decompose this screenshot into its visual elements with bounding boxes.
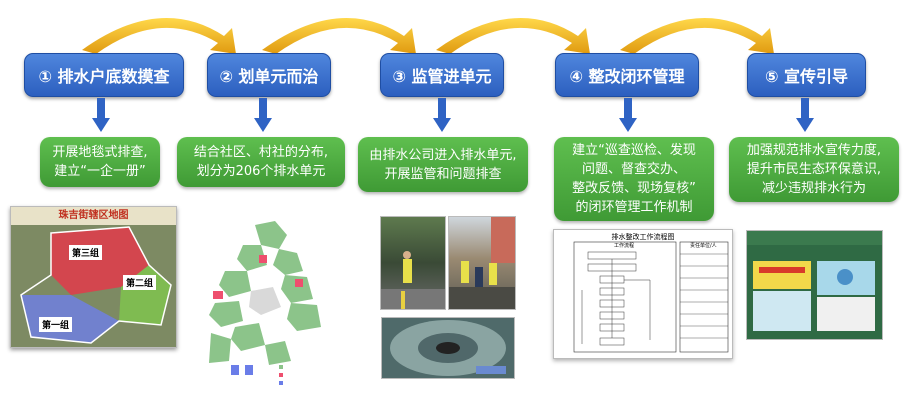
workers-group-icon (449, 217, 515, 309)
inspection-photo-1 (380, 216, 446, 310)
desc-4-line-4: 的闭环管理工作机制 (575, 200, 693, 215)
step-4-description: 建立“巡查巡检、发现问题、督查交办、整改反馈、现场复核” 的闭环管理工作机制 (554, 137, 714, 221)
curved-arrow-2 (262, 18, 416, 54)
group-1-label: 第一组 (39, 317, 73, 332)
step-5-description: 加强规范排水宣传力度, 提升市民生态环保意识, 减少违规排水行为 (729, 137, 899, 202)
desc-4-line-1: 建立“巡查巡检、发现 (572, 143, 696, 158)
step-3-description: 由排水公司进入排水单元, 开展监管和问题排查 (358, 137, 528, 192)
curved-arrow-4 (620, 18, 774, 54)
desc-1-line-1: 开展地毯式排查, (52, 145, 148, 160)
inspection-photo-2 (448, 216, 516, 310)
step-2-box: ② 划单元而治 (207, 53, 331, 97)
workers-figure-icon (381, 251, 445, 309)
step-1-box: ① 排水户底数摸查 (24, 53, 184, 97)
curved-arrow-3 (436, 18, 590, 54)
curved-arrow-1 (82, 18, 236, 54)
down-arrow-5 (796, 98, 814, 132)
desc-4-line-2: 问题、督查交办、 (581, 162, 686, 177)
desc-4-line-3: 整改反馈、现场复核” (572, 181, 696, 196)
desc-1-line-2: 建立“一企一册” (54, 164, 146, 179)
rectification-flowchart-image: 排水整改工作流程图 工作流程 责任单位/人 (553, 229, 733, 359)
step-2-description: 结合社区、村社的分布, 划分为206个排水单元 (177, 137, 345, 187)
district-map-image: 珠吉街辖区地图 第三组 第二组 第一组 (10, 206, 177, 348)
desc-5-line-2: 提升市民生态环保意识, (746, 162, 882, 177)
desc-5-line-1: 加强规范排水宣传力度, (746, 143, 882, 158)
down-arrow-1 (92, 98, 110, 132)
map-title: 珠吉街辖区地图 (11, 207, 176, 225)
desc-3-line-1: 由排水公司进入排水单元, (369, 147, 517, 163)
group-3-label: 第三组 (69, 245, 103, 260)
pipe-inspection-photo (381, 317, 515, 379)
flowchart-title: 排水整改工作流程图 (611, 233, 675, 241)
publicity-board-image (746, 230, 883, 340)
drainage-unit-map-image (195, 215, 345, 395)
desc-2-line-2: 划分为206个排水单元 (196, 164, 326, 179)
flowchart-diagram (573, 241, 729, 353)
down-arrow-4 (619, 98, 637, 132)
desc-3-line-2: 开展监管和问题排查 (384, 166, 502, 182)
flowchart-col1-header: 工作流程 (614, 243, 635, 249)
down-arrow-2 (254, 98, 272, 132)
step-4-box: ④ 整改闭环管理 (555, 53, 699, 97)
flowchart-col2-header: 责任单位/人 (690, 243, 717, 249)
desc-5-line-3: 减少违规排水行为 (761, 181, 866, 196)
step-3-box: ③ 监管进单元 (380, 53, 504, 97)
board-graphics (747, 231, 882, 339)
pipe-interior-icon (390, 320, 506, 376)
step-1-description: 开展地毯式排查, 建立“一企一册” (40, 137, 160, 187)
step-5-box: ⑤ 宣传引导 (747, 53, 866, 97)
down-arrow-3 (433, 98, 451, 132)
desc-2-line-1: 结合社区、村社的分布, (193, 145, 329, 160)
group-2-label: 第二组 (123, 275, 157, 290)
